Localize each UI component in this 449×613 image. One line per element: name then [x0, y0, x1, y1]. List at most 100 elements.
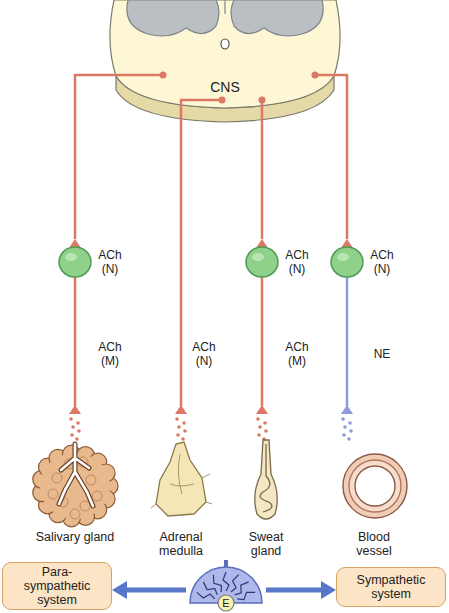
blood-vessel-drawing [343, 454, 407, 518]
sweat-gland-shape [241, 414, 291, 562]
lightning-bolt [237, 592, 255, 599]
node-text: Sweat gland [241, 530, 291, 558]
duct [59, 444, 93, 506]
grey-matter-left [127, 0, 219, 36]
transmitter-dots [175, 417, 187, 441]
node-text: Para- sympathetic system [18, 565, 96, 607]
receptor-label: ACh (N) [280, 248, 314, 276]
transmitter-dot [349, 429, 353, 433]
transmitter-dot [183, 429, 187, 433]
receptor-label: ACh (N) [365, 248, 399, 276]
transmitter-dot [264, 429, 268, 433]
gland-lobule [89, 501, 107, 519]
neuron-body [219, 97, 226, 104]
vessel-wall [349, 460, 401, 512]
nerve-root [181, 100, 222, 124]
connector-head [341, 239, 353, 248]
node-text: CNS [108, 80, 342, 94]
gland-lobule [33, 484, 51, 502]
transmitter-dots [341, 417, 353, 441]
symbol-stub [224, 560, 228, 568]
node-text: Blood vessel [349, 530, 399, 558]
ganglion [59, 247, 91, 277]
vessel-wall [343, 454, 407, 518]
lightning-bolt [213, 575, 221, 592]
gland-body [40, 453, 110, 519]
gland-lobule [100, 477, 118, 495]
transmitter-dot [75, 437, 79, 441]
gland-acinus [64, 459, 74, 469]
cord-face [110, 0, 340, 108]
output-arrow [266, 581, 336, 599]
connector-line [261, 124, 264, 239]
transmitter-dot [257, 433, 261, 437]
connector-line [180, 124, 183, 406]
ganglion-highlight [65, 253, 77, 261]
transmitter-dot [177, 425, 181, 429]
receptor-label: ACh (N) [187, 340, 221, 368]
gland-acinus [48, 489, 58, 499]
transmitter-label: NE [365, 347, 399, 361]
nerve-fibre [69, 75, 108, 414]
nerve-fibre [175, 124, 187, 414]
connector-head [175, 405, 187, 414]
salivary-gland-drawing [33, 444, 118, 527]
nerve-root [261, 100, 264, 124]
gland-lobule [33, 470, 51, 488]
gland-acinus [92, 491, 102, 501]
connector-head [256, 239, 268, 248]
transmitter-dots [69, 417, 81, 441]
gland-lobule [62, 509, 80, 527]
transmitter-dot [175, 417, 179, 421]
gland-lobule [38, 496, 56, 514]
median-fissure [224, 0, 225, 14]
system-box: Para- sympathetic system [2, 562, 112, 610]
nerve-root [108, 74, 163, 77]
vessel-wall [355, 466, 395, 506]
spinal-cord-shape [108, 0, 342, 124]
gland-lobule [89, 453, 107, 471]
transmitter-dot [69, 417, 73, 421]
lightning-bolt [223, 572, 229, 591]
sweat-gland-drawing [255, 440, 278, 519]
lightning-bolt [203, 582, 217, 595]
effector-circle [218, 595, 234, 611]
gland-lobule [49, 505, 67, 523]
transmitter-dot [176, 433, 180, 437]
salivary-gland: Salivary gland [29, 414, 121, 548]
connector-line [74, 277, 77, 406]
gland-lobule [77, 447, 95, 465]
blood-vessel: Blood vessel [335, 414, 413, 562]
salivary-gland-shape [29, 414, 121, 548]
nerve-root [315, 74, 342, 77]
transmitter-dot [256, 417, 260, 421]
sweat-gland-coil [260, 444, 272, 512]
neuron-body [160, 72, 167, 79]
lightning-bolt [231, 575, 239, 592]
transmitter-dot [263, 421, 267, 425]
gland-acinus [80, 501, 90, 511]
gland-acinus [58, 497, 68, 507]
effector-symbol-shape [186, 563, 266, 613]
connector-line [342, 75, 347, 239]
receptor-label: ACh (M) [280, 340, 314, 368]
receptor-label: ACh (N) [93, 248, 127, 276]
neuron-body [259, 97, 266, 104]
connector-head [341, 405, 353, 414]
gland-lobule [62, 445, 80, 463]
lightning-bolt [235, 582, 249, 595]
central-canal [221, 39, 229, 49]
cord-underside [116, 76, 334, 122]
connector-line [346, 277, 349, 406]
neuron-body [312, 72, 319, 79]
grey-matter [127, 0, 323, 36]
connector-head [112, 581, 127, 599]
transmitter-dot [77, 429, 81, 433]
grey-matter-right [231, 0, 323, 36]
spinal-cord: CNS [108, 0, 342, 124]
dome [190, 567, 262, 603]
receptor-label: ACh (M) [93, 340, 127, 368]
sweat-gland-body [255, 440, 278, 519]
